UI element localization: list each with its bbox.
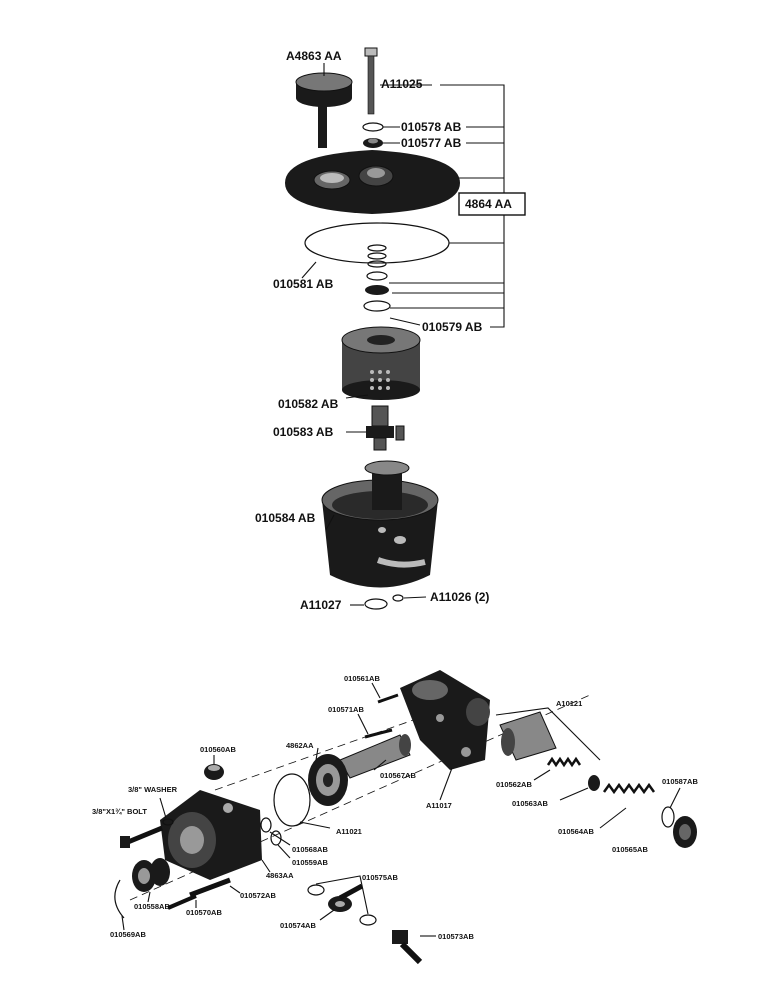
part-010560ab [204, 764, 224, 780]
box-4864aa [458, 192, 526, 216]
label-010571ab: 010571AB [328, 705, 364, 714]
part-010575ab-ring1 [307, 884, 325, 896]
part-4862aa [308, 754, 348, 806]
label-010565ab: 010565AB [612, 845, 648, 854]
part-cover-plate [285, 150, 460, 214]
label-a11025: A11025 [381, 77, 423, 91]
part-010563ab [588, 775, 600, 791]
label-010560ab: 010560AB [200, 745, 236, 754]
label-010579ab: 010579 AB [422, 320, 483, 334]
part-010561ab [377, 693, 399, 704]
part-010569ab [114, 879, 125, 919]
label-010573ab: 010573AB [438, 932, 474, 941]
part-washer [162, 818, 174, 826]
bottom-labels: 010561AB A10121 010571AB 4862AA 010560AB… [92, 674, 698, 941]
part-a11021 [273, 773, 311, 827]
label-4864aa: 4864 AA [465, 197, 512, 211]
label-a11027: A11027 [300, 598, 342, 612]
bottom-leaders [121, 682, 681, 937]
label-010578ab: 010578 AB [401, 120, 462, 134]
part-spring-stack [363, 244, 391, 312]
part-010570ab [167, 894, 197, 910]
label-010572ab: 010572AB [240, 891, 276, 900]
part-a11027 [364, 598, 388, 610]
label-a11017: A11017 [426, 801, 452, 810]
part-4863aa [160, 790, 262, 880]
label-010564ab: 010564AB [558, 827, 594, 836]
label-a10121: A10121 [556, 699, 582, 708]
label-010581ab: 010581 AB [273, 277, 334, 291]
part-010582ab [341, 326, 421, 400]
part-010565ab [673, 816, 697, 848]
top-labels: A4863 AA A11025 010578 AB 010577 AB 4864… [255, 49, 512, 612]
part-a10121 [495, 707, 601, 761]
label-010563ab: 010563AB [512, 799, 548, 808]
part-010581ab [304, 222, 450, 264]
part-010559ab [270, 830, 282, 846]
label-010562ab: 010562AB [496, 780, 532, 789]
label-010559ab: 010559AB [292, 858, 328, 867]
label-010558ab: 010558AB [134, 902, 170, 911]
top-assembly: A4863 AA A11025 010578 AB 010577 AB 4864… [255, 47, 526, 612]
part-010573ab [392, 930, 423, 965]
label-washer: 3/8" WASHER [128, 785, 178, 794]
part-a11026 [392, 594, 404, 602]
bottom-assembly: 010561AB A10121 010571AB 4862AA 010560AB… [92, 670, 698, 965]
label-010567ab: 010567AB [380, 771, 416, 780]
part-010587ab [661, 806, 675, 828]
part-010562ab [546, 756, 582, 768]
label-a11026: A11026 (2) [430, 590, 489, 604]
label-010570ab: 010570AB [186, 908, 222, 917]
part-a11017 [400, 670, 490, 770]
label-010584ab: 010584 AB [255, 511, 316, 525]
part-010583ab [366, 405, 405, 451]
part-bolt [120, 825, 163, 848]
part-010584ab [321, 460, 439, 588]
part-010578ab [362, 122, 384, 132]
label-010582ab: 010582 AB [278, 397, 339, 411]
label-010583ab: 010583 AB [273, 425, 334, 439]
part-010564ab [602, 782, 656, 795]
label-010587ab: 010587AB [662, 777, 698, 786]
part-010572ab [189, 877, 231, 898]
part-a4863aa [295, 72, 353, 148]
label-010569ab: 010569AB [110, 930, 146, 939]
part-010575ab-ring2 [359, 914, 377, 926]
label-010577ab: 010577 AB [401, 136, 462, 150]
label-010568ab: 010568AB [292, 845, 328, 854]
label-a4863aa: A4863 AA [286, 49, 342, 63]
part-010558ab [132, 858, 170, 892]
label-a11021: A11021 [336, 827, 362, 836]
label-bolt: 3/8"X1¾" BOLT [92, 807, 147, 816]
label-4863aa: 4863AA [266, 871, 294, 880]
part-010568ab [260, 817, 272, 833]
label-010574ab: 010574AB [280, 921, 316, 930]
label-010561ab: 010561AB [344, 674, 380, 683]
label-010575ab: 010575AB [362, 873, 398, 882]
part-010574ab [328, 883, 364, 912]
label-4862aa: 4862AA [286, 741, 314, 750]
part-a11025 [364, 47, 378, 115]
part-010577ab [363, 138, 383, 148]
part-010571ab [364, 728, 393, 739]
